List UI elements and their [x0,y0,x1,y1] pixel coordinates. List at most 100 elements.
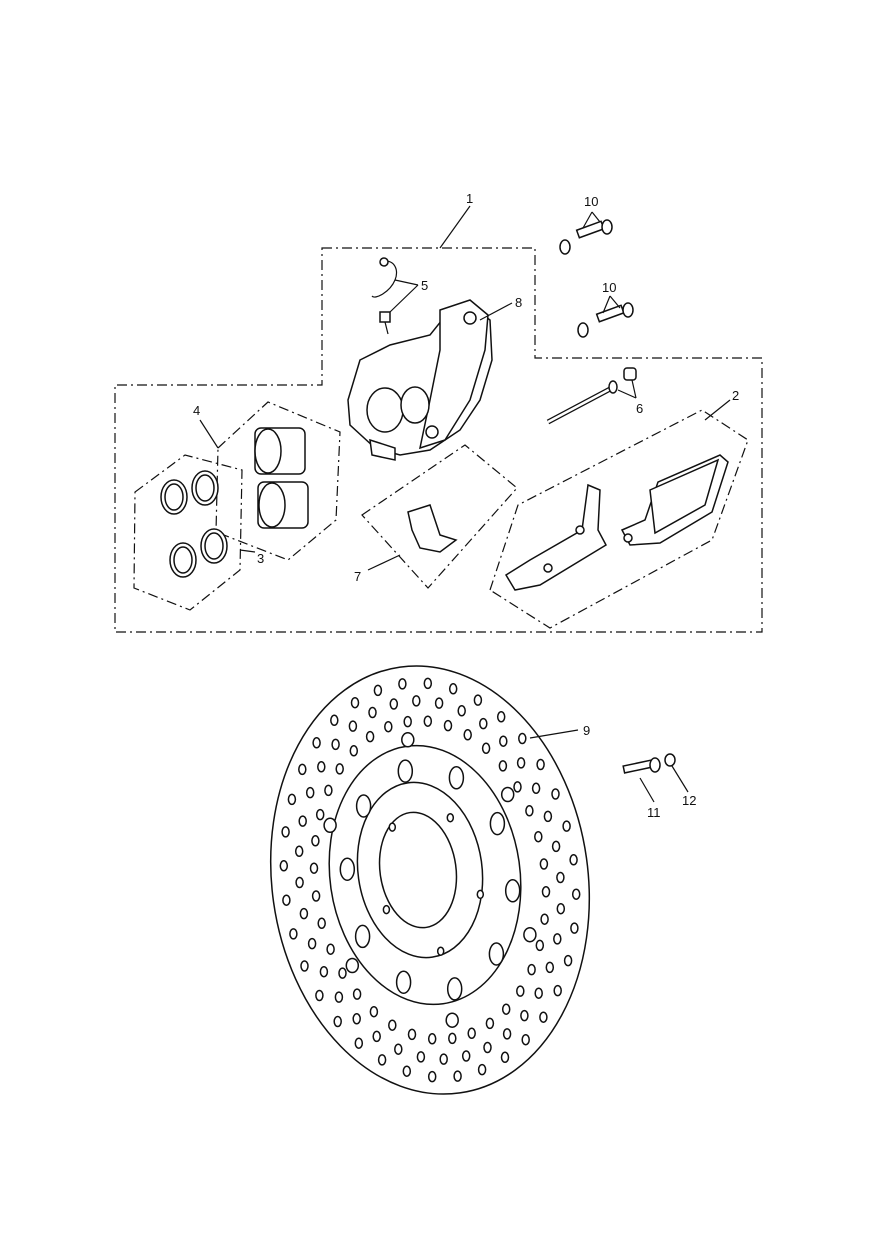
disc-drill-hole [453,1070,462,1082]
disc-drill-hole [427,1033,437,1045]
disc-drill-hole [335,763,344,775]
disc-slot [397,759,414,783]
disc-drill-hole [457,705,466,717]
disc-slot [395,970,412,994]
disc-nut[interactable] [664,753,676,767]
disc-slot [446,977,463,1001]
disc-drill-hole [354,1037,364,1049]
caliper-assembly-boundary [114,247,763,633]
callout-4[interactable]: 4 [193,403,200,418]
disc-drill-hole [315,808,325,821]
seal-kit[interactable] [133,454,243,611]
disc-drill-hole [483,1041,492,1054]
pad-pin[interactable] [546,367,637,425]
callout-12[interactable]: 12 [682,793,696,808]
disc-drill-hole [518,732,527,745]
disc-drill-hole [463,729,472,741]
disc-drill-hole [551,788,560,800]
disc-drill-hole [298,815,307,827]
callout-10-upper[interactable]: 10 [584,194,598,209]
disc-drill-hole [282,894,291,906]
disc-drill-hole [311,835,320,847]
disc-bolt[interactable] [622,757,661,774]
disc-slot [339,857,356,881]
brake-disc[interactable] [244,645,617,1115]
disc-drill-hole [553,984,562,997]
callout-6[interactable]: 6 [636,401,643,416]
disc-drill-hole [350,696,360,709]
callout-11[interactable]: 11 [647,805,661,820]
disc-drill-hole [305,786,315,799]
disc-slot [355,794,372,818]
disc-drill-hole [563,954,573,967]
bleed-screw-kit[interactable] [371,257,398,335]
disc-drill-hole [330,714,339,727]
disc-mount-hole [382,904,391,915]
mounting-bolt-lower[interactable] [577,302,634,338]
disc-drill-hole [553,933,562,945]
callout-8[interactable]: 8 [515,295,522,310]
disc-drill-hole [562,820,571,832]
pad-spring[interactable] [361,444,518,589]
disc-drill-hole [502,1028,512,1040]
disc-rivet [523,926,537,943]
disc-drill-hole [481,742,491,755]
disc-drill-hole [539,1011,548,1023]
disc-drill-hole [545,961,555,974]
disc-drill-hole [539,858,549,870]
disc-slot [488,942,505,966]
disc-drill-hole [326,943,335,955]
disc-drill-hole [477,1063,487,1076]
disc-drill-hole [479,717,488,730]
leader-lines [199,205,731,803]
callout-1[interactable]: 1 [466,191,473,206]
callout-7[interactable]: 7 [354,569,361,584]
disc-drill-hole [279,860,289,872]
disc-drill-hole [312,737,321,749]
disc-rivet [345,957,360,974]
caliper-body[interactable] [347,299,493,461]
callout-9[interactable]: 9 [583,723,590,738]
disc-drill-hole [461,1050,471,1062]
disc-slot [504,879,521,903]
callout-2[interactable]: 2 [732,388,739,403]
mounting-bolt-upper[interactable] [559,219,613,255]
disc-drill-hole [287,793,297,806]
disc-drill-hole [384,720,393,733]
disc-drill-hole [551,840,561,853]
disc-drill-hole [309,862,319,874]
disc-rivet [401,732,415,748]
disc-drill-hole [521,1033,530,1046]
disc-drill-hole [516,985,525,997]
piston-kit[interactable] [215,401,341,561]
callout-5[interactable]: 5 [421,278,428,293]
disc-drill-hole [520,1009,529,1022]
disc-drill-hole [317,761,326,773]
disc-drill-hole [556,902,566,915]
disc-drill-hole [434,697,444,709]
callout-10-lower[interactable]: 10 [602,280,616,295]
disc-drill-hole [485,1017,495,1030]
callout-3[interactable]: 3 [257,551,264,566]
brake-pad-set[interactable] [489,409,749,629]
disc-drill-hole [324,784,333,797]
disc-drill-hole [439,1053,448,1065]
disc-drill-hole [372,1030,381,1043]
disc-drill-hole [498,760,508,772]
disc-drill-hole [319,965,329,978]
disc-drill-hole [334,991,344,1003]
disc-drill-hole [423,677,433,690]
disc-drill-hole [516,757,526,769]
disc-drill-hole [315,989,324,1002]
disc-drill-hole [570,922,579,934]
disc-drill-hole [333,1015,342,1028]
disc-drill-hole [541,886,551,898]
disc-drill-hole [543,810,553,823]
disc-rivet [323,817,337,834]
disc-drill-hole [389,698,399,710]
disc-drill-hole [289,928,298,940]
disc-drill-hole [294,845,304,858]
disc-slot [354,924,371,949]
disc-drill-hole [416,1051,426,1063]
